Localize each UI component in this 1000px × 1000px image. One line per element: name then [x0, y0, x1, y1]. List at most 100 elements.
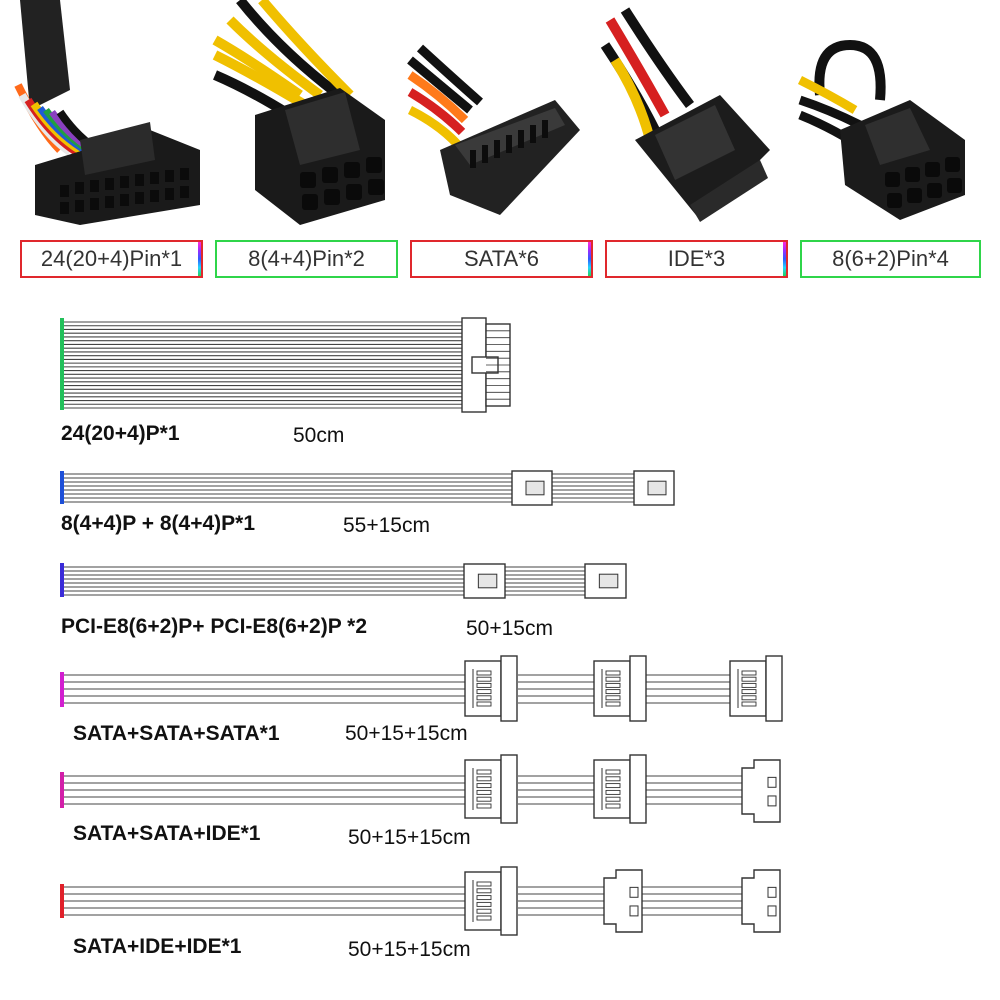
sata-connector-body	[464, 759, 502, 819]
sata-connector-plug	[500, 754, 518, 824]
sata-contact	[476, 901, 492, 907]
cable-length-8pin: 55+15cm	[343, 514, 430, 537]
sata-connector-body	[593, 660, 631, 717]
sata-connector-body	[464, 660, 502, 717]
sata-contact	[476, 682, 492, 688]
sata-contact	[605, 776, 621, 782]
sata-contact	[741, 682, 757, 688]
sata-contact	[605, 689, 621, 695]
sata-contact	[605, 701, 621, 707]
sata-contact	[605, 670, 621, 676]
connector-photo-24pin	[14, 0, 200, 225]
ide-pin	[767, 795, 777, 807]
cable-end-marker	[60, 318, 64, 410]
eps-latch	[477, 573, 498, 589]
sata-contact	[741, 670, 757, 676]
badge-ide: IDE*3	[605, 240, 788, 278]
sata-contact	[605, 769, 621, 775]
sata-contact	[476, 796, 492, 802]
sata-contact	[605, 803, 621, 809]
sata-contact	[605, 796, 621, 802]
sata-contact	[476, 776, 492, 782]
cable-end-marker	[60, 772, 64, 808]
badge-24pin: 24(20+4)Pin*1	[20, 240, 203, 278]
ide-connector	[603, 869, 643, 933]
eps-latch	[647, 480, 667, 496]
cable-end-marker	[60, 884, 64, 918]
sata-contact	[605, 676, 621, 682]
connector-photos	[14, 0, 965, 225]
cable-length-sata-sata-sata: 50+15+15cm	[345, 722, 468, 745]
cable-title-8pin: 8(4+4)P + 8(4+4)P*1	[61, 512, 255, 535]
sata-contact	[476, 888, 492, 894]
badge-sata: SATA*6	[410, 240, 593, 278]
badge-label: IDE*3	[667, 246, 726, 271]
badge-label: 8(6+2)Pin*4	[832, 246, 949, 271]
cable-length-sata-sata-ide: 50+15+15cm	[348, 826, 471, 849]
ide-pin	[767, 886, 777, 898]
badge-gradient-edge	[783, 242, 786, 276]
cable-length-24pin: 50cm	[293, 424, 345, 447]
sata-contact	[476, 803, 492, 809]
sata-contact	[476, 689, 492, 695]
sata-contact	[476, 701, 492, 707]
badge-label: SATA*6	[464, 246, 539, 271]
sata-connector-plug	[500, 866, 518, 936]
sata-connector-plug	[500, 655, 518, 722]
cable-end-marker	[60, 471, 64, 504]
sata-connector-body	[729, 660, 767, 717]
sata-contact	[741, 676, 757, 682]
sata-contact	[605, 682, 621, 688]
cable-title-pcie: PCI-E8(6+2)P+ PCI-E8(6+2)P *2	[61, 615, 368, 638]
cable-length-sata-ide-ide: 50+15+15cm	[348, 938, 471, 961]
sata-contact	[476, 908, 492, 914]
sata-connector-body	[593, 759, 631, 819]
sata-contact	[476, 789, 492, 795]
sata-contact	[741, 701, 757, 707]
sata-contact	[476, 895, 492, 901]
badge-gradient-edge	[198, 242, 201, 276]
ide-connector	[741, 759, 781, 823]
badge-gradient-edge	[588, 242, 591, 276]
ide-connector	[741, 869, 781, 933]
sata-contact	[476, 676, 492, 682]
sata-contact	[476, 783, 492, 789]
sata-contact	[476, 769, 492, 775]
cable-length-pcie: 50+15cm	[466, 617, 553, 640]
cable-title-24pin: 24(20+4)P*1	[61, 422, 180, 445]
cable-end-marker	[60, 672, 64, 707]
sata-contact	[476, 670, 492, 676]
sata-contact	[476, 881, 492, 887]
ide-pin	[767, 776, 777, 788]
connector-photo-pcie	[797, 39, 965, 220]
badge-label: 8(4+4)Pin*2	[248, 246, 365, 271]
sata-contact	[476, 695, 492, 701]
sata-connector-plug	[765, 655, 783, 722]
cable-end-marker	[60, 563, 64, 597]
badge-8pin: 8(4+4)Pin*2	[215, 240, 398, 278]
ide-pin	[767, 905, 777, 917]
sata-contact	[741, 695, 757, 701]
connector-photo-sata	[407, 44, 580, 215]
badge-pcie: 8(6+2)Pin*4	[800, 240, 981, 278]
cable-title-sata-sata-ide: SATA+SATA+IDE*1	[73, 822, 261, 845]
sata-contact	[741, 689, 757, 695]
cable-diagrams	[60, 317, 783, 936]
connector-photo-8pin	[212, 0, 385, 225]
ide-pin	[629, 905, 639, 917]
eps-latch	[598, 573, 619, 589]
sata-connector-body	[464, 871, 502, 931]
connector-photo-ide	[600, 7, 770, 222]
cable-title-sata-sata-sata: SATA+SATA+SATA*1	[73, 722, 280, 745]
sata-contact	[605, 783, 621, 789]
eps-latch	[525, 480, 545, 496]
cable-title-sata-ide-ide: SATA+IDE+IDE*1	[73, 935, 242, 958]
sata-contact	[605, 789, 621, 795]
badge-label: 24(20+4)Pin*1	[40, 246, 183, 271]
sata-contact	[605, 695, 621, 701]
sata-connector-plug	[629, 655, 647, 722]
ide-pin	[629, 886, 639, 898]
sata-contact	[476, 915, 492, 921]
sata-connector-plug	[629, 754, 647, 824]
